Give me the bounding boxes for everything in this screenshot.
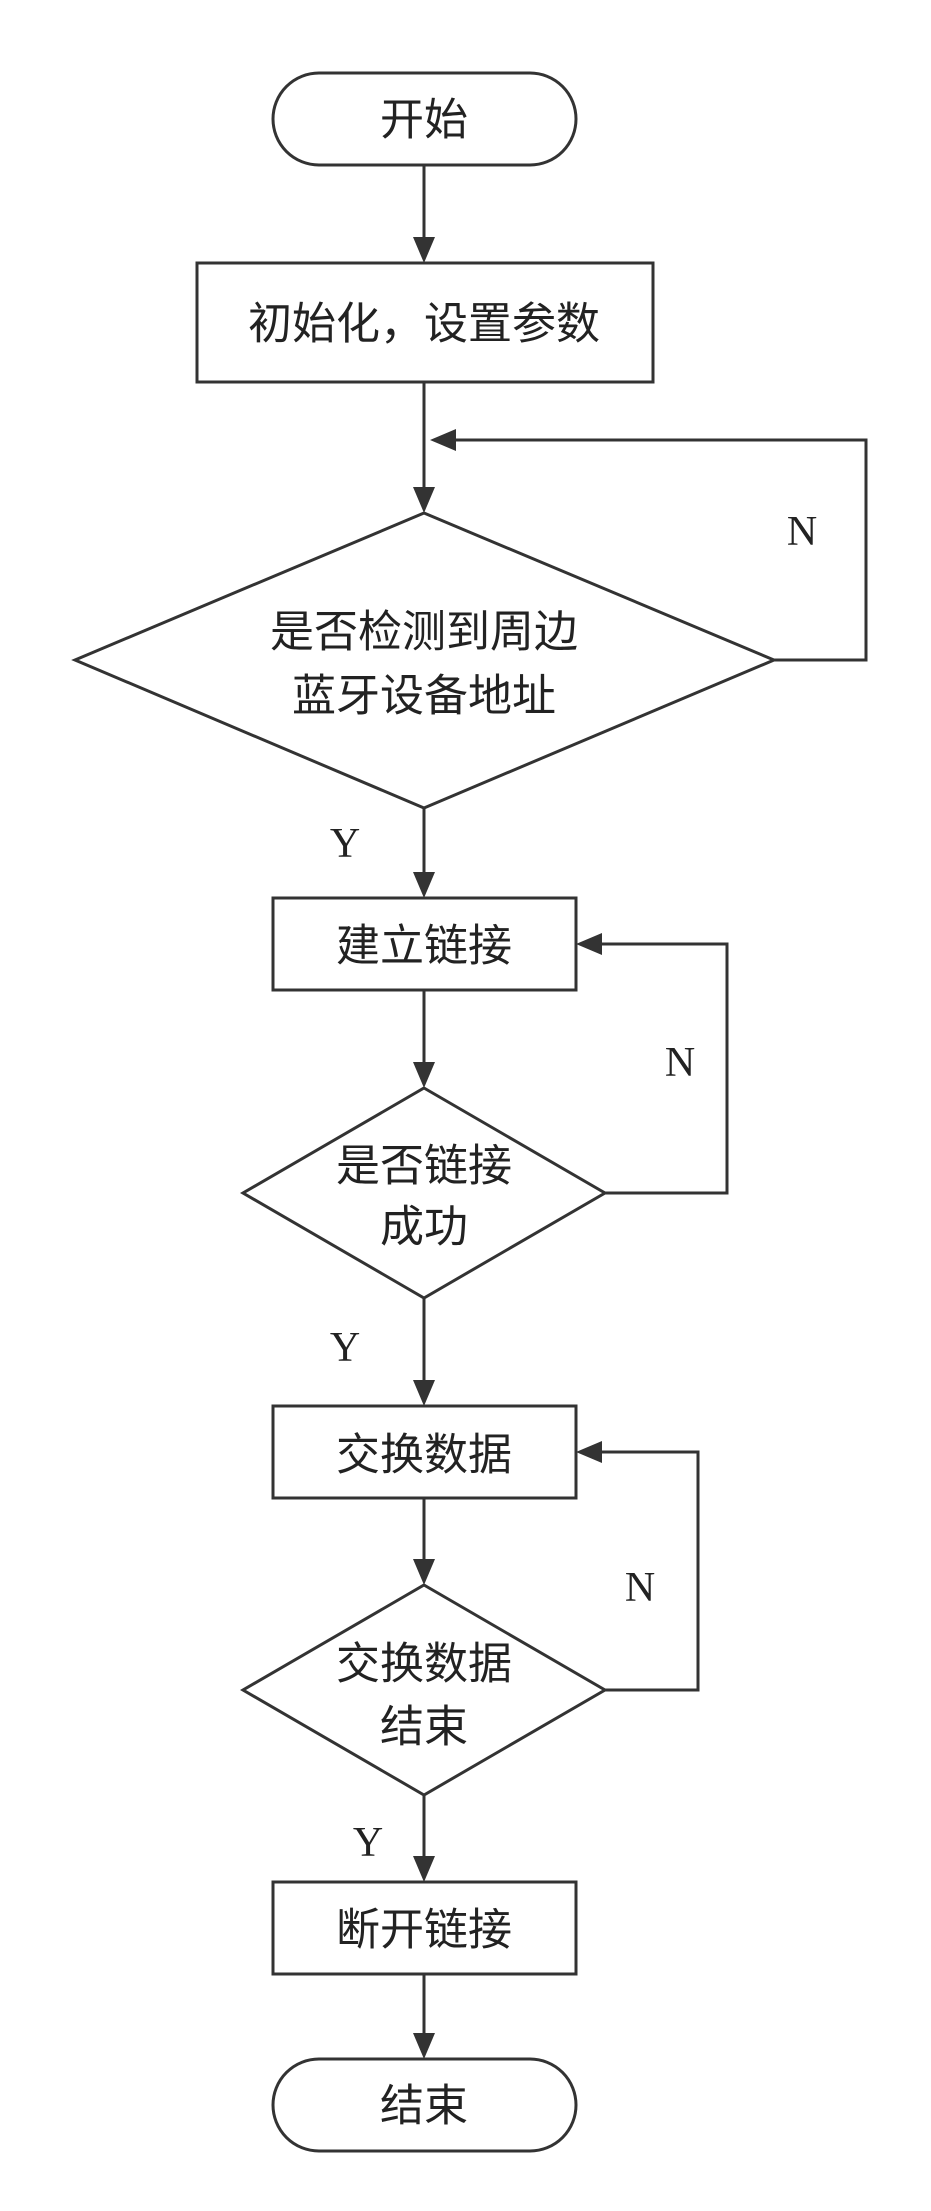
init-process-shape (195, 261, 655, 384)
connector-connect-to-connect-ok (413, 990, 435, 1088)
exchange-yes-label: Y (353, 1820, 383, 1866)
edge-line (602, 942, 729, 1195)
loop-detect-no (430, 429, 868, 662)
exchange-label: 交换数据 (336, 1430, 512, 1481)
detect-no-label: N (787, 509, 817, 555)
arrow-left-icon (576, 1441, 602, 1463)
arrow-down-icon (413, 1559, 435, 1585)
arrow-down-icon (413, 872, 435, 898)
connector-detect-to-connect (413, 808, 435, 898)
detect-label-line2: 蓝牙设备地址 (292, 671, 556, 722)
arrow-down-icon (413, 487, 435, 513)
connector-exchange-done-to-disconnect (413, 1795, 435, 1882)
start-node: 开始 (271, 71, 578, 167)
exchange-done-decision-shape (240, 1583, 608, 1797)
end-node: 结束 (271, 2057, 578, 2153)
arrow-down-icon (413, 1380, 435, 1406)
connect-node: 建立链接 (271, 896, 578, 992)
exchange-no-label: N (625, 1565, 655, 1611)
exchange-node: 交换数据 (271, 1404, 578, 1500)
exchange-done-label-line2: 结束 (380, 1702, 468, 1753)
init-label: 初始化，设置参数 (248, 299, 600, 350)
disconnect-node: 断开链接 (271, 1880, 578, 1976)
detect-label-line1: 是否检测到周边 (270, 607, 578, 658)
connect-ok-decision-shape (240, 1086, 608, 1300)
arrow-down-icon (413, 1062, 435, 1088)
arrow-down-icon (413, 2033, 435, 2059)
connector-init-to-detect (413, 382, 435, 513)
connector-disconnect-to-end (413, 1974, 435, 2059)
start-label: 开始 (380, 95, 468, 146)
detect-decision-shape (71, 511, 778, 810)
arrow-down-icon (413, 237, 435, 263)
connect-label: 建立链接 (336, 921, 512, 972)
connect-ok-decision-node: 是否链接 成功 (240, 1086, 608, 1300)
arrow-down-icon (413, 1856, 435, 1882)
loop-connect-no (576, 933, 729, 1195)
end-terminal-shape (271, 2057, 578, 2153)
edge-line (602, 1450, 700, 1692)
end-label: 结束 (380, 2081, 468, 2132)
exchange-done-label-line1: 交换数据 (336, 1639, 512, 1690)
arrow-left-icon (576, 933, 602, 955)
connect-process-shape (271, 896, 578, 992)
connect-ok-label-line1: 是否链接 (336, 1141, 512, 1192)
disconnect-label: 断开链接 (336, 1905, 512, 1956)
arrow-left-icon (430, 429, 456, 451)
connector-exchange-to-exchange-done (413, 1498, 435, 1585)
exchange-done-decision-node: 交换数据 结束 (240, 1583, 608, 1797)
init-node: 初始化，设置参数 (195, 261, 655, 384)
edge-line (455, 438, 868, 662)
exchange-process-shape (271, 1404, 578, 1500)
detect-yes-label: Y (330, 821, 360, 867)
connect-no-label: N (665, 1040, 695, 1086)
loop-exchange-no (576, 1441, 700, 1692)
connect-ok-label-line2: 成功 (380, 1202, 468, 1253)
connect-yes-label: Y (330, 1325, 360, 1371)
connector-start-to-init (413, 165, 435, 263)
connector-connect-ok-to-exchange (413, 1298, 435, 1406)
detect-decision-node: 是否检测到周边 蓝牙设备地址 (71, 511, 778, 810)
